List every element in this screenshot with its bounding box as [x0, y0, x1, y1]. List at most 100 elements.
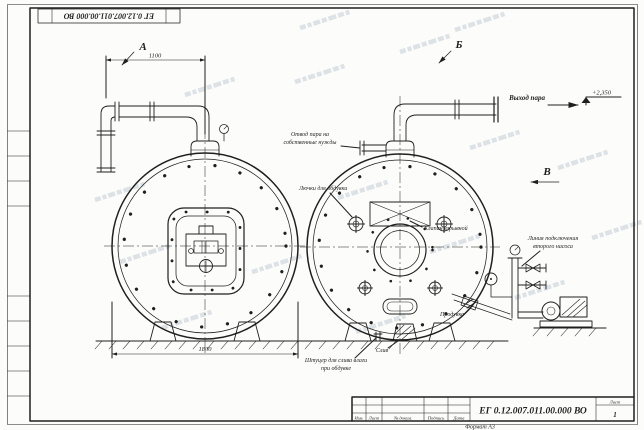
- rear-view: [306, 96, 499, 342]
- watermark: [454, 11, 508, 33]
- view-a-label: А: [138, 41, 146, 53]
- top-stamp-box: [37, 8, 181, 24]
- door-bolts: [170, 210, 242, 292]
- sheet-frame: ЕГ 0.12.007.011.00.000 ВО: [7, 4, 638, 425]
- leader-blow-hatches: [329, 192, 353, 218]
- view-v-label: В: [542, 166, 550, 178]
- format-label: Формат А3: [465, 425, 495, 430]
- outer-border: [7, 4, 638, 425]
- elevation-text: +2,350: [592, 90, 612, 97]
- shell-inner: [312, 159, 488, 335]
- pump-base: [539, 320, 593, 328]
- shell-inner: [117, 158, 293, 334]
- label-pump-line-2: второго насоса: [533, 244, 573, 250]
- annotations: Отвод пара на собственные нужды Лючки дл…: [284, 131, 579, 372]
- watermark: [591, 219, 644, 241]
- inner-frame: [29, 7, 635, 422]
- watermark: [337, 179, 391, 201]
- branch-valve-2: [517, 280, 547, 290]
- blowdown-pipe: [451, 293, 513, 321]
- shell-outline: [306, 153, 494, 341]
- gauge-top: [509, 244, 521, 256]
- dim-text-1100: 1100: [149, 53, 162, 60]
- watermark: [299, 9, 353, 31]
- pump-motor: [559, 296, 588, 318]
- watermark: [294, 63, 348, 85]
- pipe-flanges: [114, 101, 155, 122]
- shell-outline: [111, 152, 299, 340]
- steam-outlet-callout: Выход пара +2,350: [508, 90, 622, 108]
- leader-pump-line: [521, 250, 541, 267]
- label-steam-out: Выход пара: [508, 94, 545, 102]
- label-own-needs-2: собственные нужды: [284, 139, 337, 146]
- col-doc: № докум.: [393, 416, 412, 421]
- label-blowdown: Продувка: [439, 311, 464, 318]
- steam-piping-right: [393, 96, 499, 142]
- ground-hatch: [94, 340, 509, 350]
- door-inner: [175, 215, 237, 287]
- pump-inlet-pipe: [517, 311, 544, 319]
- front-door: [167, 207, 245, 295]
- pressure-gauge: [484, 272, 513, 298]
- watermark: [184, 76, 238, 98]
- sheet-number: 1: [613, 411, 617, 419]
- label-pump-line-1: Линия подключения: [527, 235, 578, 242]
- rim-bolts: [122, 163, 288, 329]
- label-own-needs-1: Отвод пара на: [291, 131, 329, 138]
- centerlines: [104, 96, 500, 356]
- label-drain: Слив: [376, 348, 389, 354]
- watermark: [251, 253, 305, 275]
- view-b-label: Б: [455, 39, 463, 51]
- bottom-hatch: [382, 298, 418, 315]
- col-izm: Изм.: [353, 416, 363, 421]
- view-labels: А Б В: [121, 39, 560, 185]
- sheet-label: Лист: [609, 400, 621, 405]
- leader-explosion-valve: [409, 220, 423, 228]
- watermark: [557, 149, 611, 171]
- view-b-arrow: [438, 50, 452, 64]
- left-margin-cells: [7, 130, 31, 397]
- front-view: [96, 101, 299, 342]
- own-needs-stub: [359, 140, 387, 156]
- label-drain-fitting-1: Штуцер для слива влаги: [304, 357, 367, 364]
- dim-text-1800: 1800: [199, 346, 213, 353]
- watermark: [514, 279, 568, 301]
- label-drain-fitting-2: при обдувке: [321, 365, 351, 372]
- rim-bolts: [317, 164, 483, 330]
- watermark: [429, 233, 483, 255]
- explosion-valve-hatch: [369, 201, 431, 227]
- dimension-1800: 1800: [111, 301, 299, 359]
- blow-hatch-left: [347, 215, 365, 233]
- outlet-flange: [493, 96, 499, 123]
- col-date: Дата: [453, 416, 466, 421]
- col-sign: Подпись: [427, 416, 445, 421]
- top-stamp-designation: ЕГ 0.12.007.011.00.000 ВО: [64, 12, 156, 21]
- watermark: [94, 181, 148, 203]
- leader-own-needs: [340, 145, 361, 149]
- watermark: [355, 313, 409, 335]
- watermark: [119, 243, 173, 265]
- pump-assembly: [451, 244, 607, 337]
- title-block: Изм. Лист № докум. Подпись Дата ЕГ 0.12.…: [351, 396, 635, 430]
- nozzle-lower-left: [357, 280, 373, 296]
- pressure-gauge-dome: [219, 124, 229, 142]
- watermark: [469, 129, 523, 151]
- steam-dome: [190, 140, 220, 157]
- branch-valve-1: [517, 263, 547, 273]
- rear-center-flange: [366, 216, 434, 284]
- nozzle-lower-right: [427, 280, 443, 296]
- steam-dome: [385, 140, 415, 158]
- elevation-flag: [581, 97, 591, 103]
- leader-drain-fitting: [354, 337, 377, 359]
- watermark: [399, 33, 453, 55]
- burner-mount: [185, 225, 227, 273]
- steam-piping-left: [96, 101, 210, 173]
- view-a-arrow: [121, 51, 135, 66]
- col-list: Лист: [368, 416, 380, 421]
- top-stamp-dividers: [51, 8, 167, 24]
- label-blow-hatches: Лючки для обдувки: [298, 185, 347, 192]
- drawing-designation: ЕГ 0.12.007.011.00.000 ВО: [478, 407, 587, 417]
